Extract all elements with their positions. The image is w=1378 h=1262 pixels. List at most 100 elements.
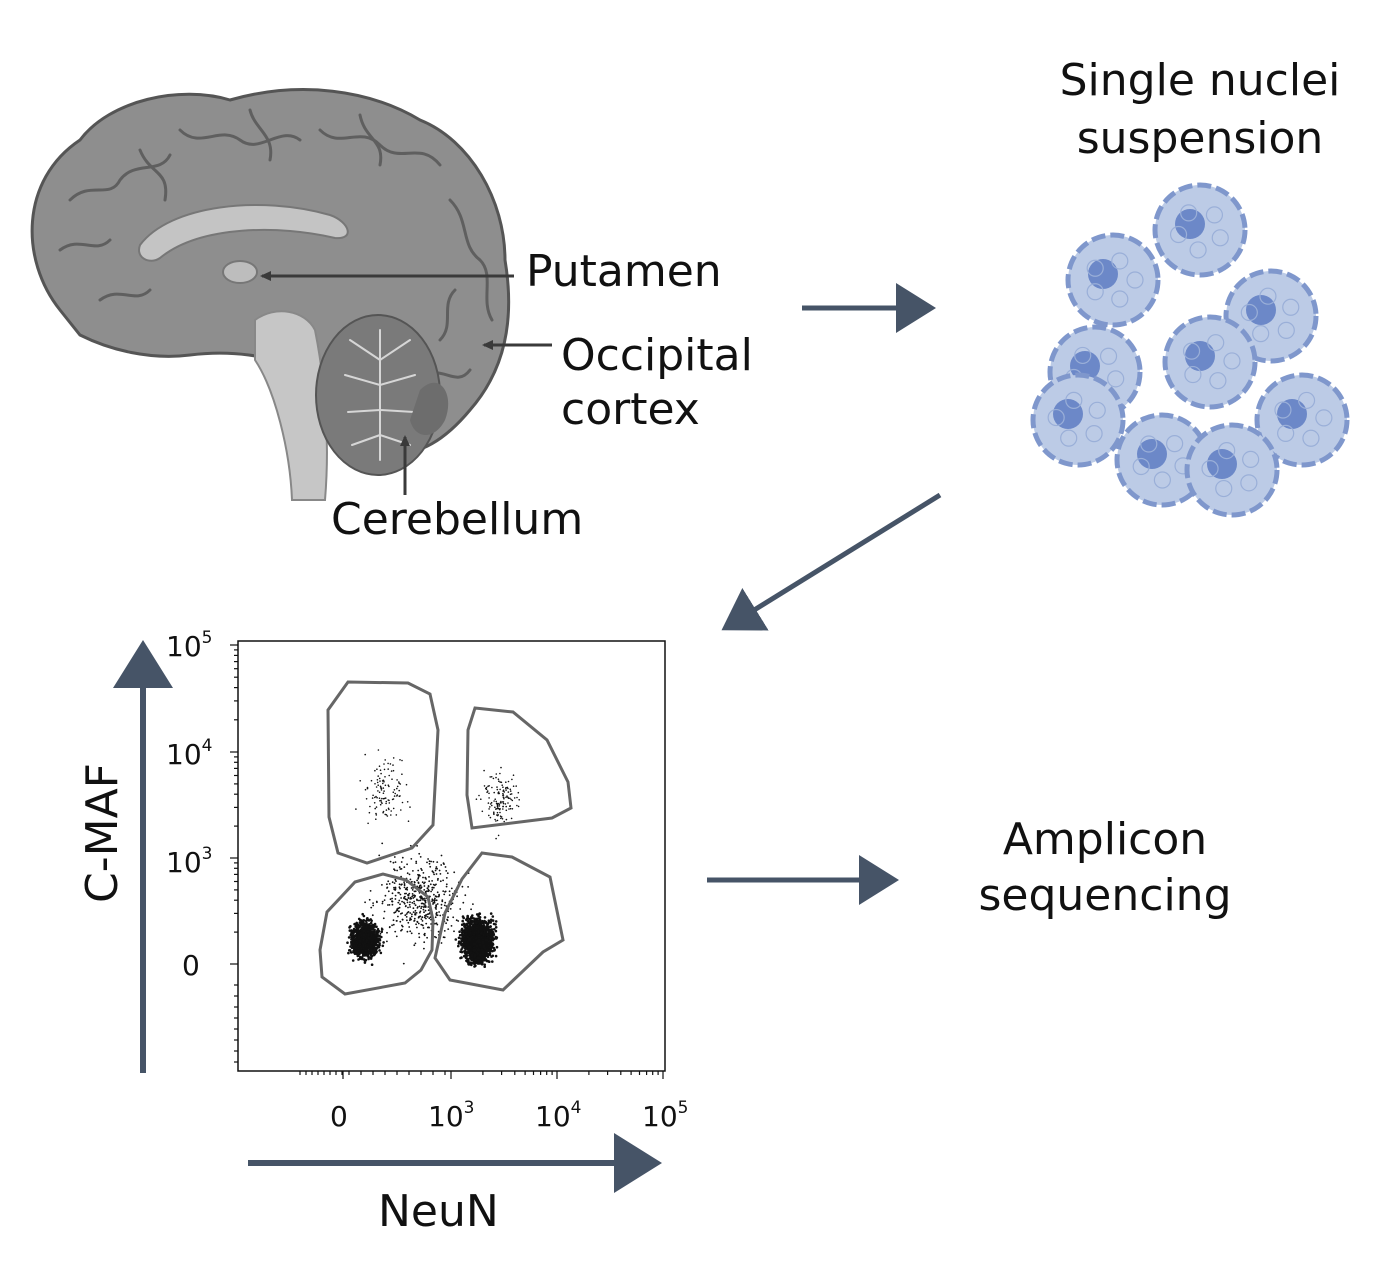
scatter-point — [406, 863, 408, 866]
scatter-point — [494, 929, 498, 933]
scatter-point — [388, 802, 391, 804]
scatter-point — [374, 783, 376, 785]
scatter-point — [416, 879, 418, 882]
scatter-point — [479, 926, 483, 929]
scatter-point — [469, 931, 472, 935]
scatter-point — [483, 769, 485, 772]
scatter-point — [488, 939, 492, 943]
scatter-point — [404, 895, 406, 898]
scatter-point — [357, 952, 361, 955]
scatter-point — [379, 803, 382, 806]
scatter-point — [470, 908, 472, 911]
scatter-point — [353, 944, 356, 947]
scatter-point — [420, 918, 423, 920]
scatter-point — [376, 901, 378, 904]
scatter-point — [385, 800, 388, 803]
scatter-point — [466, 954, 469, 957]
scatter-point — [366, 954, 370, 958]
scatter-point — [444, 891, 446, 893]
scatter-point — [379, 951, 383, 955]
facs-plot: 0 103 104 105 105 104 103 0 C-MAF — [77, 628, 688, 1193]
scatter-point — [391, 881, 394, 884]
scatter-point — [431, 888, 434, 891]
scatter-point — [481, 810, 484, 813]
scatter-point — [467, 962, 471, 966]
scatter-point — [412, 870, 414, 872]
scatter-point — [493, 811, 495, 813]
scatter-point — [376, 779, 379, 781]
scatter-point — [398, 886, 401, 889]
scatter-point — [363, 959, 367, 962]
scatter-point — [495, 808, 497, 810]
scatter-point — [420, 887, 422, 890]
scatter-point — [401, 918, 404, 921]
scatter-point — [382, 787, 385, 789]
scatter-point — [375, 806, 378, 808]
scatter-point — [351, 959, 355, 962]
scatter-point — [361, 949, 364, 953]
scatter-point — [372, 953, 376, 956]
scatter-point — [422, 903, 425, 905]
scatter-point — [457, 944, 460, 948]
scatter-point — [385, 802, 387, 805]
scatter-point — [464, 929, 468, 933]
scatter-point — [408, 926, 411, 928]
scatter-point — [353, 922, 356, 926]
scatter-point — [398, 892, 400, 894]
scatter-point — [485, 786, 488, 789]
scatter-point — [493, 791, 496, 794]
brain-illustration — [30, 88, 552, 501]
scatter-point — [372, 949, 375, 952]
scatter-point — [426, 861, 428, 864]
scatter-point — [497, 778, 500, 780]
scatter-point — [480, 921, 483, 924]
scatter-point — [377, 790, 379, 792]
scatter-point — [415, 862, 418, 864]
scatter-point — [375, 925, 378, 928]
scatter-point — [383, 910, 386, 913]
scatter-point — [489, 806, 491, 808]
scatter-point — [478, 794, 480, 797]
scatter-point — [368, 923, 371, 926]
scatter-point — [432, 886, 435, 889]
scatter-point — [483, 928, 486, 932]
scatter-point — [500, 816, 503, 818]
scatter-point — [443, 930, 446, 932]
nuclei-title-line-1: Single nuclei — [1059, 55, 1341, 106]
scatter-point — [409, 930, 412, 933]
y-tick-labels: 105 104 103 0 — [166, 628, 212, 982]
scatter-point — [376, 768, 378, 770]
scatter-point — [422, 876, 424, 879]
scatter-point — [474, 919, 478, 922]
scatter-point — [390, 770, 393, 772]
scatter-point — [399, 795, 401, 797]
scatter-point — [416, 899, 418, 902]
scatter-point — [364, 944, 368, 947]
scatter-point — [388, 883, 391, 885]
scatter-point — [368, 898, 371, 901]
scatter-point — [401, 883, 403, 886]
scatter-point — [491, 960, 494, 963]
scatter-point — [362, 925, 365, 929]
scatter-point — [400, 912, 402, 915]
scatter-point — [394, 869, 396, 872]
scatter-point — [460, 950, 464, 954]
scatter-point — [497, 834, 500, 837]
scatter-point — [467, 886, 469, 888]
scatter-point — [352, 934, 356, 937]
scatter-point — [431, 880, 433, 882]
scatter-point — [436, 879, 439, 881]
scatter-point — [409, 906, 411, 908]
scatter-point — [382, 941, 385, 944]
scatter-point — [383, 763, 385, 765]
scatter-point — [392, 764, 394, 766]
scatter-point — [401, 924, 403, 927]
scatter-point — [494, 954, 498, 958]
scatter-point — [362, 933, 366, 937]
scatter-point — [478, 912, 482, 916]
scatter-point — [463, 925, 467, 929]
scatter-point — [391, 900, 393, 903]
scatter-point — [487, 802, 490, 804]
scatter-point — [481, 924, 485, 927]
scatter-point — [372, 904, 375, 907]
